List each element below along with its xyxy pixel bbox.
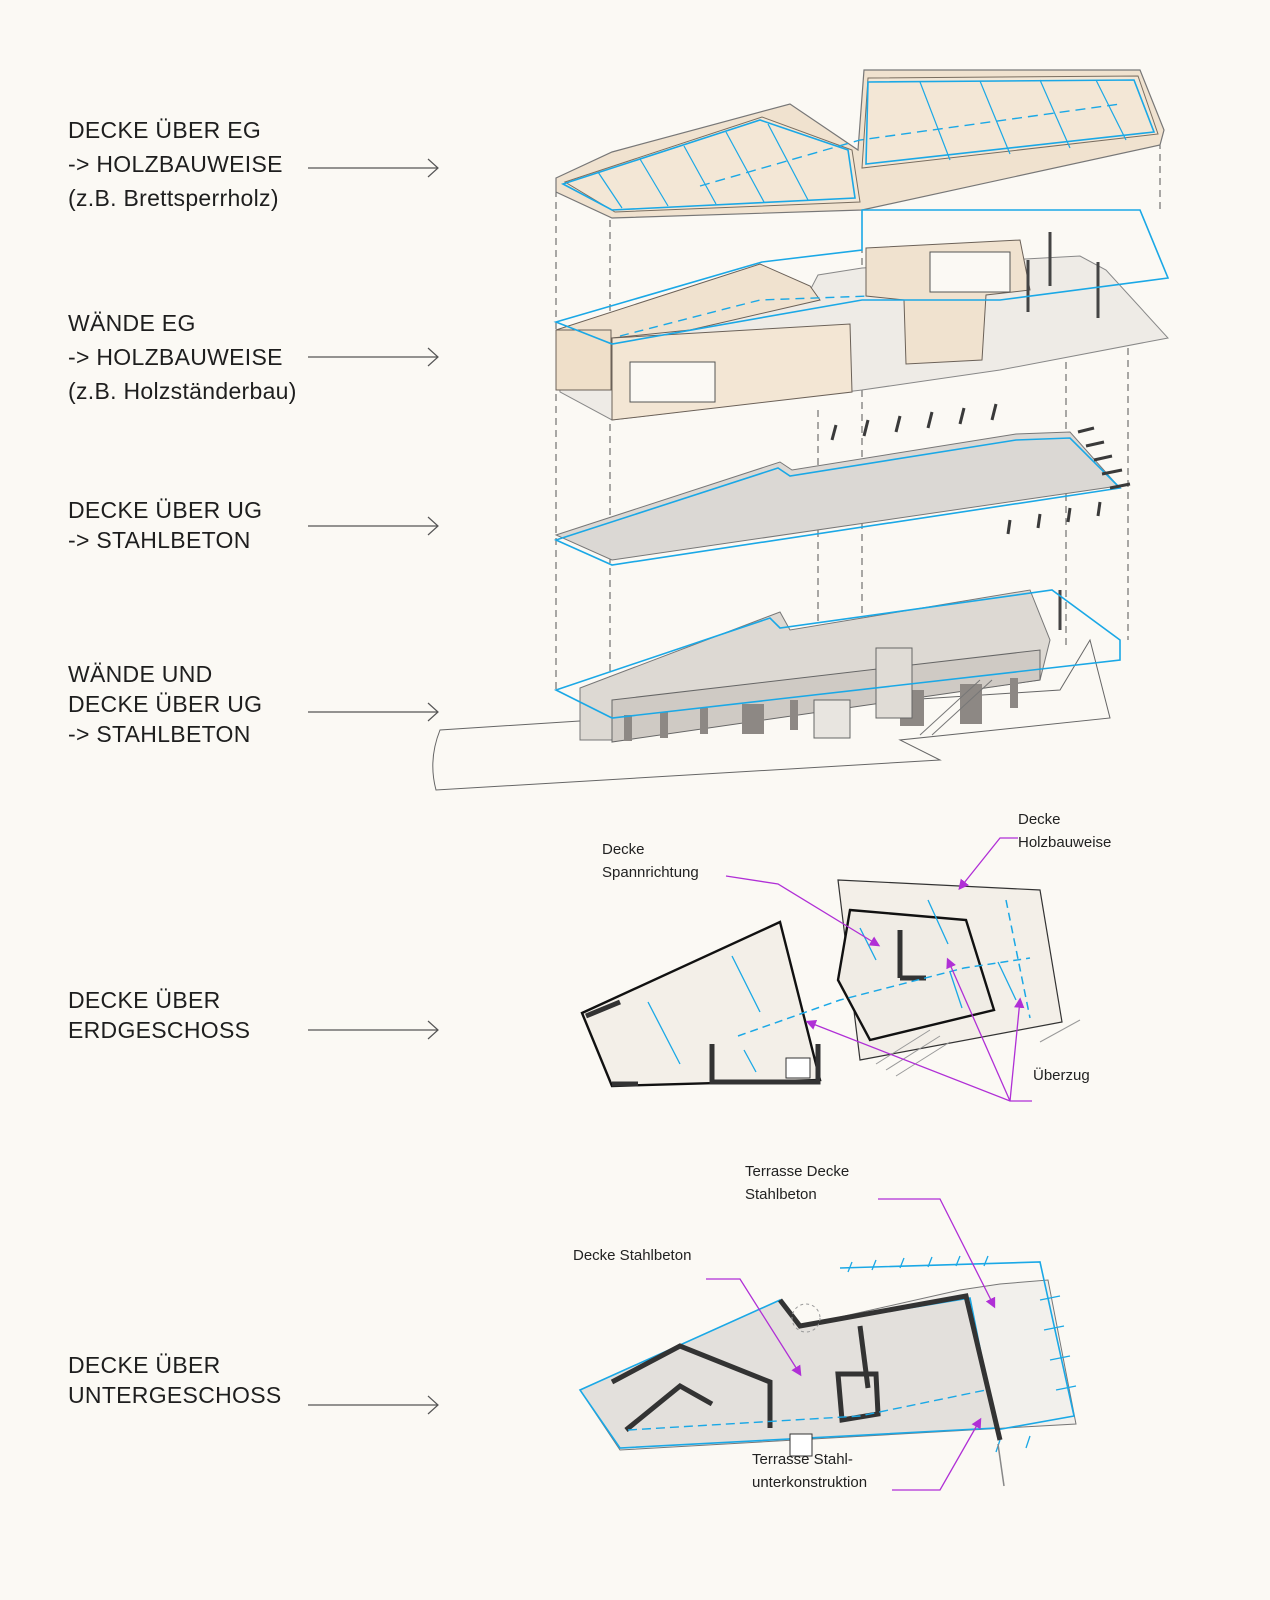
note-decke-spannrichtung: Decke Spannrichtung — [602, 841, 699, 881]
note-ueberzug: Überzug — [1033, 1067, 1090, 1084]
arrow-icon — [308, 158, 439, 178]
arrow-icon — [308, 1020, 439, 1040]
arrow-icon — [308, 516, 439, 536]
label-decke-ueber-untergeschoss: DECKE ÜBER UNTERGESCHOSS — [68, 1352, 282, 1408]
label-decke-ueber-ug: DECKE ÜBER UG -> STAHLBETON — [68, 497, 263, 553]
note-decke-holzbauweise: Decke Holzbauweise — [1018, 811, 1112, 851]
arrow-icon — [308, 347, 439, 367]
note-decke-stahlbeton: Decke Stahlbeton — [573, 1247, 692, 1264]
arrow-icon — [308, 702, 439, 722]
layer-waende-eg-wood-walls — [553, 209, 1170, 421]
note-terrasse-stahl: Terrasse Stahl- unterkonstruktion — [752, 1451, 868, 1491]
layer-decke-eg-wood-slab — [555, 69, 1165, 219]
plan-decke-ueber-eg — [580, 837, 1081, 1102]
note-terrasse-decke: Terrasse Decke Stahlbeton — [745, 1163, 850, 1203]
plan-decke-ueber-ug — [578, 1198, 1077, 1491]
label-decke-ueber-erdgeschoss: DECKE ÜBER ERDGESCHOSS — [68, 987, 251, 1043]
arrow-icon — [308, 1395, 439, 1415]
label-waende-decke-ug: WÄNDE UND DECKE ÜBER UG -> STAHLBETON — [68, 661, 263, 747]
label-waende-eg: WÄNDE EG -> HOLZBAUWEISE (z.B. Holzständ… — [68, 310, 297, 404]
label-arrows — [308, 158, 439, 1415]
layer-waende-ug-concrete — [432, 589, 1121, 791]
layer-decke-ug-concrete-slab — [553, 403, 1131, 566]
label-decke-ueber-eg: DECKE ÜBER EG -> HOLZBAUWEISE (z.B. Bret… — [68, 117, 283, 211]
